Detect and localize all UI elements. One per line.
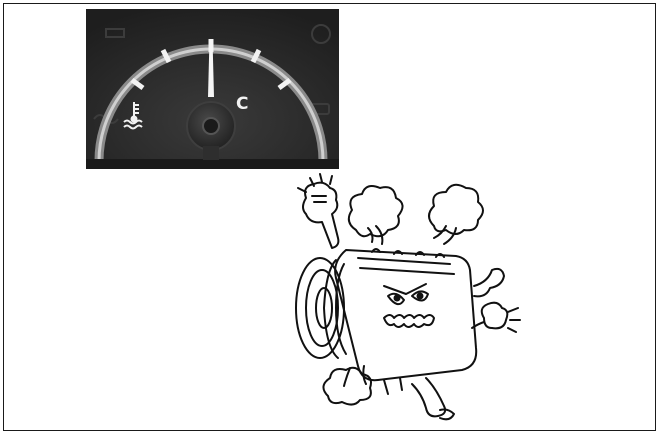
gauge-hub-stem [203, 146, 219, 160]
raised-fist [303, 183, 338, 248]
overheating-engine-mascot [276, 168, 538, 426]
gauge-dial [86, 9, 339, 169]
steam-puff-left [349, 186, 403, 236]
temperature-gauge: C H [86, 9, 339, 169]
gauge-hub-center [203, 118, 219, 134]
right-arm [474, 269, 504, 296]
right-fist [482, 303, 508, 329]
engine-body [335, 250, 476, 380]
steam-puff-right [429, 185, 483, 234]
gritted-mouth [384, 315, 434, 327]
gauge-cold-label: C [236, 96, 248, 113]
